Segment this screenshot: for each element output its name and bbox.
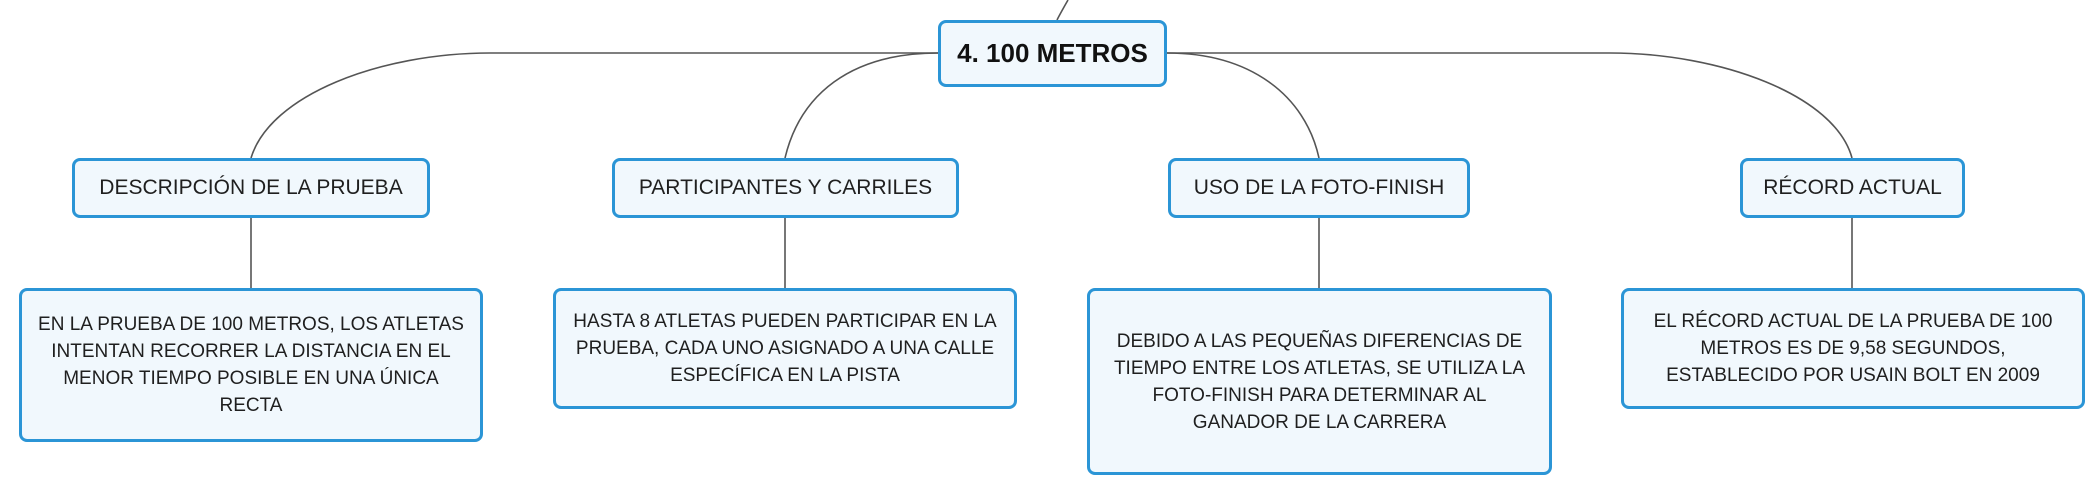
connector-root-topic-3 [1167,52,1853,159]
connector-root-topic-2 [1166,52,1320,159]
topic-label: DESCRIPCIÓN DE LA PRUEBA [99,176,403,199]
root-label: 4. 100 METROS [957,38,1148,68]
detail-node-foto-finish[interactable]: DEBIDO A LAS PEQUEÑAS DIFERENCIAS DE TIE… [1087,288,1552,475]
detail-text: DEBIDO A LAS PEQUEÑAS DIFERENCIAS DE TIE… [1113,330,1526,433]
detail-text: EL RÉCORD ACTUAL DE LA PRUEBA DE 100 MET… [1653,311,2053,386]
topic-label: PARTICIPANTES Y CARRILES [638,176,933,199]
connector-parent [1056,0,1069,21]
root-node[interactable]: 4. 100 METROS [938,20,1167,87]
topic-label: RÉCORD ACTUAL [1763,176,1942,199]
topic-node-foto-finish[interactable]: USO DE LA FOTO-FINISH [1168,158,1470,218]
detail-node-participantes[interactable]: HASTA 8 ATLETAS PUEDEN PARTICIPAR EN LA … [553,288,1017,409]
topic-node-descripcion[interactable]: DESCRIPCIÓN DE LA PRUEBA [72,158,430,218]
detail-node-record[interactable]: EL RÉCORD ACTUAL DE LA PRUEBA DE 100 MET… [1621,288,2085,409]
connector-root-topic-1 [784,52,939,159]
topic-node-participantes[interactable]: PARTICIPANTES Y CARRILES [612,158,959,218]
topic-label: USO DE LA FOTO-FINISH [1193,176,1445,199]
detail-node-descripcion[interactable]: EN LA PRUEBA DE 100 METROS, LOS ATLETAS … [19,288,483,442]
connector-root-topic-0 [250,52,938,159]
detail-text: EN LA PRUEBA DE 100 METROS, LOS ATLETAS … [38,314,464,416]
topic-node-record[interactable]: RÉCORD ACTUAL [1740,158,1965,218]
detail-text: HASTA 8 ATLETAS PUEDEN PARTICIPAR EN LA … [573,311,997,386]
